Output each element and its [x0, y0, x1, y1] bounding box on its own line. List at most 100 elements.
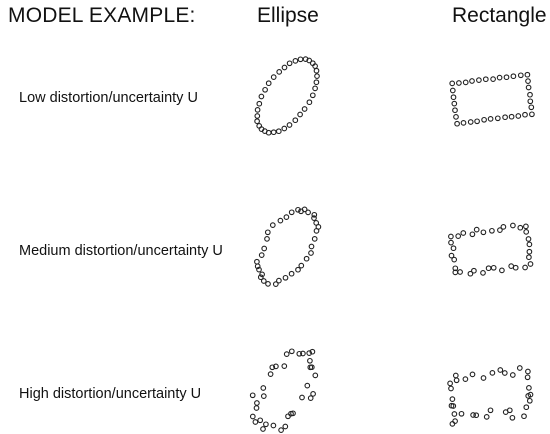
- rectangle-point-medium: [485, 265, 492, 272]
- ellipse-point-medium: [295, 206, 301, 213]
- ellipse-point-low: [301, 106, 308, 112]
- rectangle-point-low: [503, 74, 510, 81]
- rectangle-point-high: [449, 421, 456, 427]
- row-label-high: High distortion/uncertainty U: [19, 386, 202, 402]
- row-label-medium: Medium distortion/uncertainty U: [19, 243, 223, 259]
- rectangle-point-high: [448, 385, 454, 392]
- ellipse-point-high: [249, 392, 256, 399]
- ellipse-point-medium: [295, 266, 301, 273]
- rectangle-point-medium: [522, 264, 528, 271]
- rectangle-point-high: [462, 376, 469, 382]
- rectangle-point-low: [528, 104, 535, 111]
- rectangle-point-low: [450, 94, 457, 101]
- rectangle-point-medium: [455, 233, 462, 239]
- rectangle-point-high: [452, 372, 459, 379]
- ellipse-point-medium: [283, 214, 290, 220]
- column-header-ellipse: Ellipse: [257, 4, 319, 27]
- rectangle-point-low: [469, 78, 475, 84]
- ellipse-point-low: [254, 107, 261, 113]
- rectangle-point-medium: [448, 239, 454, 246]
- rectangle-point-low: [525, 78, 531, 84]
- rectangle-point-low: [524, 71, 531, 78]
- ellipse-point-high: [299, 394, 305, 401]
- rectangle-point-high: [453, 377, 460, 384]
- ellipse-point-low: [262, 86, 268, 93]
- ellipse-point-low: [254, 113, 261, 119]
- ellipse-point-medium: [254, 258, 260, 265]
- rectangle-point-high: [523, 404, 530, 411]
- rectangle-point-low: [490, 76, 496, 82]
- rectangle-point-high: [451, 411, 458, 417]
- ellipse-point-low: [270, 129, 277, 136]
- rectangle-point-low: [462, 79, 469, 86]
- column-header-rectangle: Rectangle: [452, 4, 547, 27]
- ellipse-point-low: [275, 128, 282, 135]
- ellipse-point-medium: [264, 236, 270, 242]
- ellipse-point-low: [258, 93, 265, 100]
- ellipse-point-low: [313, 79, 320, 86]
- ellipse-point-high: [307, 395, 314, 401]
- ellipse-point-medium: [265, 281, 271, 287]
- rectangle-point-low: [467, 119, 474, 125]
- rectangle-point-high: [527, 391, 534, 398]
- rectangle-point-high: [524, 374, 531, 381]
- rectangle-point-high: [509, 414, 516, 421]
- rectangle-point-low: [460, 120, 467, 126]
- ellipse-point-medium: [288, 270, 295, 277]
- rectangle-point-medium: [512, 264, 519, 271]
- ellipse-point-low: [309, 92, 316, 99]
- rectangle-point-medium: [467, 270, 474, 277]
- ellipse-point-high: [304, 382, 311, 389]
- ellipse-point-high: [267, 371, 274, 377]
- ellipse-point-high: [273, 363, 279, 370]
- ellipse-point-medium: [301, 206, 308, 213]
- ellipse-point-medium: [258, 252, 265, 258]
- rectangle-point-high: [480, 375, 487, 381]
- rectangle-point-high: [452, 418, 458, 424]
- rectangle-point-medium: [517, 224, 524, 231]
- rectangle-point-low: [449, 87, 456, 94]
- ellipse-point-medium: [272, 281, 279, 287]
- rectangle-point-high: [489, 370, 496, 376]
- ellipse-point-high: [300, 350, 306, 357]
- ellipse-point-low: [276, 69, 283, 75]
- rectangle-point-high: [487, 407, 494, 414]
- ellipse-point-high: [285, 413, 291, 420]
- rectangle-point-medium: [451, 256, 458, 263]
- rectangle-point-low: [522, 111, 528, 118]
- ellipse-point-high: [308, 364, 315, 371]
- ellipse-point-high: [288, 410, 294, 417]
- rectangle-point-low: [510, 73, 517, 80]
- rectangle-point-medium: [452, 265, 459, 272]
- ellipse-point-medium: [288, 209, 295, 216]
- ellipse-point-high: [309, 348, 316, 355]
- rectangle-point-low: [452, 107, 458, 114]
- rectangle-point-medium: [469, 231, 476, 238]
- rectangle-point-low: [451, 100, 458, 107]
- rectangle-point-medium: [460, 230, 467, 236]
- rectangle-point-low: [474, 118, 480, 125]
- ellipse-point-low: [292, 117, 299, 124]
- rectangle-point-medium: [490, 264, 497, 271]
- ellipse-point-medium: [305, 209, 311, 216]
- ellipse-point-low: [292, 58, 299, 64]
- ellipse-point-high: [254, 400, 260, 406]
- rectangle-point-high: [526, 385, 532, 391]
- ellipse-point-low: [297, 111, 303, 118]
- rectangle-point-low: [453, 114, 459, 120]
- rectangle-point-high: [525, 368, 531, 375]
- rectangle-point-low: [449, 80, 456, 87]
- rectangle-point-low: [527, 98, 534, 105]
- ellipse-point-medium: [282, 274, 289, 281]
- rectangle-point-medium: [526, 248, 533, 255]
- ellipse-point-high: [260, 393, 267, 399]
- ellipse-point-medium: [256, 266, 262, 273]
- figure-title: MODEL EXAMPLE:: [8, 4, 196, 27]
- ellipse-point-medium: [277, 217, 284, 224]
- rectangle-point-high: [469, 371, 476, 378]
- ellipse-point-medium: [259, 271, 265, 278]
- rectangle-point-low: [481, 116, 487, 123]
- rectangle-point-high: [497, 367, 504, 373]
- ellipse-point-low: [314, 73, 320, 79]
